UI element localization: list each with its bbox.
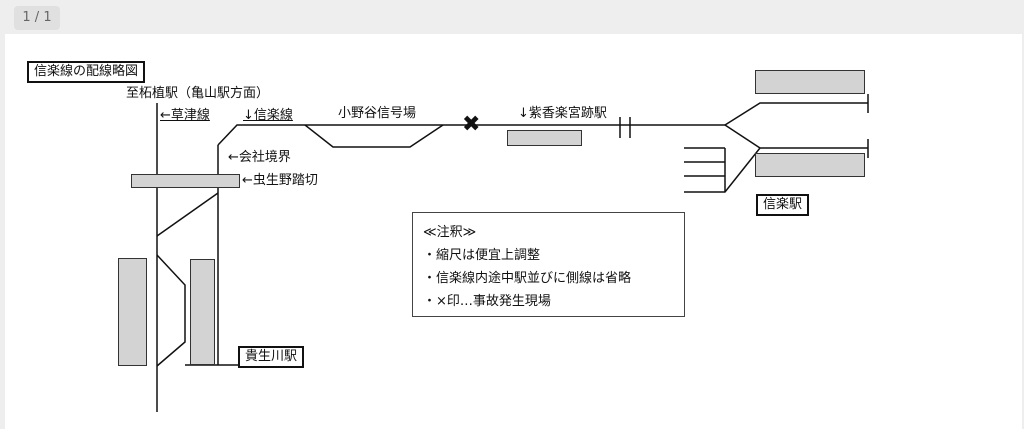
mushu-crossing-label: ←虫生野踏切 [242, 173, 318, 188]
kibukawa-side-track [156, 254, 186, 367]
company-border-label: ←会社境界 [228, 150, 291, 165]
to-tsuge-label: 至柘植駅（亀山駅方面） [126, 86, 270, 101]
shigaraki-track-lower [724, 124, 868, 149]
shikoraku-platform [507, 130, 582, 146]
kibukawa-platform-right [190, 259, 215, 365]
connecting-track [156, 192, 219, 237]
kusatsu-line-label: ←草津線 [160, 108, 210, 123]
shigaraki-track-upper [724, 102, 868, 126]
notes-heading: ≪注釈≫ [423, 225, 477, 240]
diagram-title: 信楽線の配線略図 [27, 61, 146, 83]
kibukawa-platform-left [118, 258, 147, 366]
notes-box: ≪注釈≫ ・縮尺は便宜上調整 ・信楽線内途中駅並びに側線は省略 ・×印…事故発生… [412, 212, 685, 317]
note-item: ・×印…事故発生現場 [423, 294, 551, 309]
shigaraki-platform-upper [755, 70, 865, 94]
siding-fan [684, 147, 761, 193]
mushu-crossing-road [131, 174, 240, 188]
shikoraku-station-label: ↓紫香楽宮跡駅 [518, 106, 607, 121]
note-item: ・信楽線内途中駅並びに側線は省略 [423, 271, 632, 286]
note-item: ・縮尺は便宜上調整 [423, 248, 541, 263]
shigaraki-platform-lower [755, 153, 865, 177]
kibukawa-station-label: 貴生川駅 [238, 346, 305, 368]
shigaraki-station-label: 信楽駅 [756, 194, 810, 216]
shigaraki-line-label: ↓信楽線 [243, 108, 293, 123]
accident-mark-icon: ✖ [462, 112, 481, 137]
page-indicator[interactable]: 1 / 1 [14, 6, 60, 30]
shigaraki-line-bend [217, 124, 305, 146]
onodani-signal-label: 小野谷信号場 [338, 106, 417, 121]
onodani-passing-loop [304, 124, 444, 148]
